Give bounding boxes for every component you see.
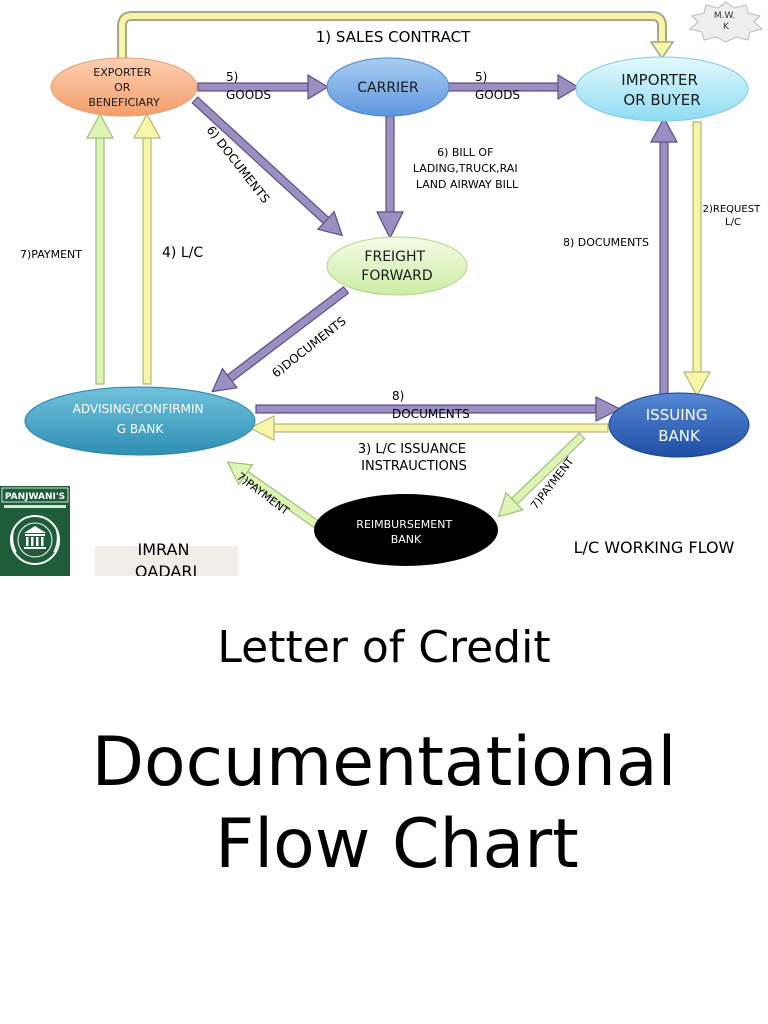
label-documents-advising-issuing: 8) DOCUMENTS <box>392 389 470 421</box>
importer-line-2: OR BUYER <box>623 91 700 109</box>
svg-text:REIMBURSEMENT BANK: REIMBURSEMENT BANK <box>356 518 455 546</box>
label-documents-issuing-importer: 8) DOCUMENTS <box>563 236 649 249</box>
label-request-lc: 2)REQUEST L/C <box>703 204 764 228</box>
label-lc-advising-exporter: 4) L/C <box>162 245 203 261</box>
arrow-lc-issuance <box>271 423 609 433</box>
arrow-payment-issuing-reimbursement <box>497 432 586 518</box>
arrow-request-lc <box>692 121 702 375</box>
author-panel: IMRAN QADARI <box>95 540 245 590</box>
node-freight-forward: FREIGHT FORWARD <box>326 236 468 296</box>
svg-text:IMPORTER OR BUYER: IMPORTER OR BUYER <box>621 71 702 109</box>
label-workflow: L/C WORKING FLOW <box>574 538 735 557</box>
node-reimbursement-bank: REIMBURSEMENT BANK <box>314 494 498 566</box>
node-issuing-bank: ISSUING BANK <box>608 392 750 458</box>
reimbursement-line-2: BANK <box>391 533 422 546</box>
caption-main-line-1: Documentational <box>91 723 677 802</box>
caption-main: Documentational Flow Chart <box>0 722 768 886</box>
carrier-label: CARRIER <box>357 80 419 96</box>
exporter-line-2: OR <box>114 81 131 94</box>
node-exporter: EXPORTER OR BENEFICIARY <box>50 57 198 117</box>
arrow-lc-advising-exporter <box>142 135 152 385</box>
advising-line-1: ADVISING/CONFIRMIN <box>73 402 204 416</box>
badge-line-1: M.W. <box>714 11 735 21</box>
issuing-line-2: BANK <box>658 427 701 445</box>
svg-text:CARRIER: CARRIER <box>357 80 419 96</box>
label-lc-issuance: 3) L/C ISSUANCE INSTRAUCTIONS <box>358 442 470 474</box>
svg-text:ADVISING/CONFIRMIN G BAN: ADVISING/CONFIRMIN G BANK <box>73 402 208 436</box>
author-line-1: IMRAN <box>138 540 190 559</box>
arrow-documents-exporter-freight <box>191 96 344 237</box>
freight-line-1: FREIGHT <box>364 249 425 265</box>
freight-line-2: FORWARD <box>361 268 432 284</box>
node-carrier: CARRIER <box>326 57 450 117</box>
label-goods-1: 5) GOODS <box>226 70 271 102</box>
node-advising-bank: ADVISING/CONFIRMIN G BANK <box>24 386 256 456</box>
node-importer: IMPORTER OR BUYER <box>575 56 749 122</box>
panjwani-logo: PANJWANI'S <box>0 486 70 576</box>
arrow-payment-advising-exporter <box>95 135 105 385</box>
label-payment-reimbursement-advising: 7)PAYMENT <box>234 470 292 518</box>
exporter-line-1: EXPORTER <box>93 66 151 79</box>
label-sales-contract: 1) SALES CONTRACT <box>316 28 471 46</box>
svg-text:M.W. K: M.W. K <box>714 11 738 32</box>
label-payment-advising-exporter: 7)PAYMENT <box>20 248 82 261</box>
arrow-payment-reimbursement-advising <box>226 461 320 529</box>
badge-starburst: M.W. K <box>688 1 764 43</box>
arrow-sales-contract-head <box>649 41 675 60</box>
exporter-line-3: BENEFICIARY <box>88 96 160 109</box>
lc-flow-diagram: EXPORTER OR BENEFICIARY CARRIER IMPORTER… <box>0 1 764 590</box>
label-bill-of-lading: 6) BILL OF LADING,TRUCK,RAI LAND AIRWAY … <box>413 146 521 191</box>
svg-text:EXPORTER OR BENEFI: EXPORTER OR BENEFICIARY <box>88 66 160 109</box>
label-goods-2: 5) GOODS <box>475 70 520 102</box>
arrow-bill-of-lading <box>385 115 395 215</box>
arrow-documents-freight-advising <box>211 285 350 393</box>
issuing-line-1: ISSUING <box>646 406 708 424</box>
caption-title: Letter of Credit <box>217 622 551 673</box>
svg-text:ISSUING BANK: ISSUING BANK <box>646 406 713 445</box>
svg-text:FREIGHT FORWARD: FREIGHT FORWARD <box>361 249 432 284</box>
caption-main-line-2: Flow Chart <box>215 805 579 884</box>
logo-text: PANJWANI'S <box>5 492 65 502</box>
label-documents-freight-advising: 6)DOCUMENTS <box>269 314 349 380</box>
arrow-documents-issuing-importer <box>659 139 669 399</box>
reimbursement-line-1: REIMBURSEMENT <box>356 518 452 531</box>
importer-line-1: IMPORTER <box>621 71 698 89</box>
badge-line-2: K <box>723 22 730 32</box>
advising-line-2: G BANK <box>117 422 165 436</box>
